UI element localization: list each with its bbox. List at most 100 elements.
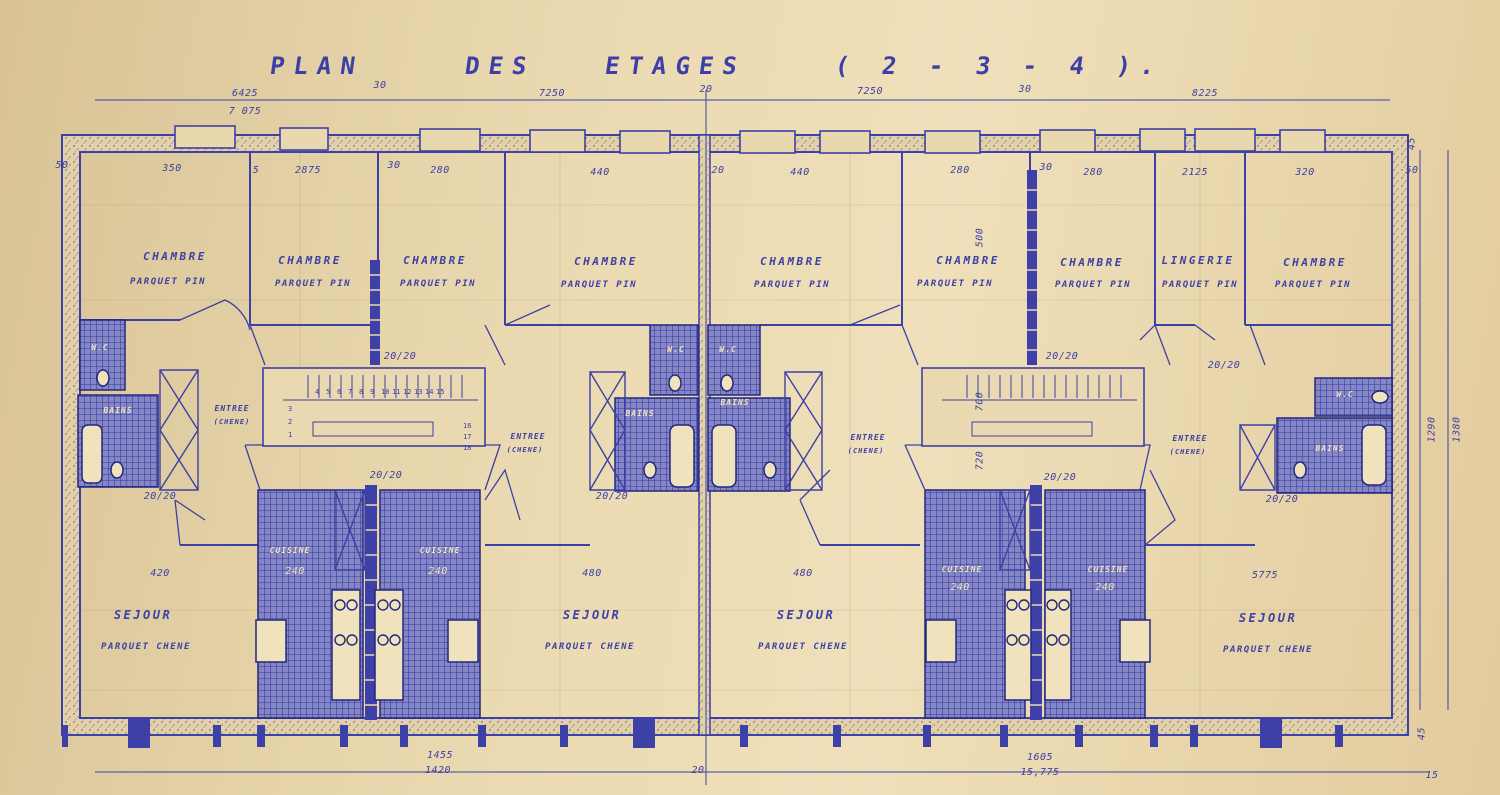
floor-parquet-pin-6: PARQUET PIN bbox=[916, 279, 994, 289]
room-cuisine-4: CUISINE bbox=[1087, 565, 1129, 574]
stair-right-handrail bbox=[971, 421, 1093, 437]
dim-420: 420 bbox=[150, 568, 170, 579]
block-joints bbox=[365, 189, 1042, 706]
windows-top bbox=[174, 125, 1326, 154]
floor-parquet-chene-2: PARQUET CHENE bbox=[545, 642, 635, 652]
room-chambre-2: CHAMBRE bbox=[278, 254, 342, 267]
dim-700: 700 bbox=[974, 391, 986, 412]
dim-8225: 8225 bbox=[1191, 88, 1219, 99]
col-20-20-a: 20/20 bbox=[383, 351, 417, 362]
floor-parquet-pin-5: PARQUET PIN bbox=[753, 280, 831, 290]
room-bains-2: BAINS bbox=[625, 409, 655, 418]
room-entree-3-floor: (CHENE) bbox=[847, 447, 885, 455]
dim-50-left: 50 bbox=[55, 160, 69, 171]
dim-280a: 280 bbox=[430, 165, 450, 176]
room-chambre-7: CHAMBRE bbox=[1060, 256, 1124, 269]
dim-20-top: 20 bbox=[699, 84, 713, 95]
room-bains-4: BAINS bbox=[1315, 444, 1345, 453]
col-20-20-d: 20/20 bbox=[369, 470, 403, 481]
stair-left-step-number: 2 bbox=[288, 418, 292, 426]
dim-7250b: 7250 bbox=[856, 86, 884, 97]
col-20-20-h: 20/20 bbox=[1265, 494, 1299, 505]
room-entree-1: ENTREE bbox=[214, 404, 250, 413]
dim-440a: 440 bbox=[590, 167, 610, 178]
stair-left-step-number: 4 bbox=[315, 388, 319, 396]
stair-left-step-number: 15 bbox=[436, 388, 444, 396]
room-wc-2: W.C bbox=[667, 345, 685, 354]
room-entree-4: ENTREE bbox=[1172, 434, 1208, 443]
dim-7075: 7 075 bbox=[228, 106, 262, 117]
dim-45-top: 45 bbox=[1406, 136, 1418, 151]
dim-30-room-b: 30 bbox=[1039, 162, 1053, 173]
room-chambre-1: CHAMBRE bbox=[143, 250, 207, 263]
dim-15775: 15,775 bbox=[1020, 767, 1060, 778]
floor-parquet-pin-4: PARQUET PIN bbox=[560, 280, 638, 290]
stair-left-step-number: 12 bbox=[403, 388, 411, 396]
room-sejour-2: SEJOUR bbox=[562, 608, 622, 622]
dim-480b: 480 bbox=[793, 568, 813, 579]
stair-left-step-number: 13 bbox=[414, 388, 422, 396]
stair-left-step-number: 11 bbox=[392, 388, 400, 396]
stair-treads-right bbox=[942, 375, 1137, 437]
windows-bottom bbox=[62, 718, 1343, 748]
room-chambre-5: CHAMBRE bbox=[760, 255, 824, 268]
dim-1290: 1290 bbox=[1426, 416, 1438, 443]
floor-parquet-chene-3: PARQUET CHENE bbox=[758, 642, 848, 652]
dim-30a: 30 bbox=[373, 80, 387, 91]
cupboards bbox=[159, 369, 1276, 571]
dim-440b: 440 bbox=[790, 167, 810, 178]
col-20-20-c: 20/20 bbox=[1207, 360, 1241, 371]
room-entree-2-floor: (CHENE) bbox=[506, 446, 544, 454]
dim-15: 15 bbox=[1425, 770, 1439, 781]
col-20-20-b: 20/20 bbox=[1045, 351, 1079, 362]
stair-left-step-number: 16 bbox=[463, 422, 471, 430]
room-chambre-6: CHAMBRE bbox=[936, 254, 1000, 267]
stair-left-step-number: 17 bbox=[463, 433, 471, 441]
dim-6425: 6425 bbox=[231, 88, 259, 99]
stair-left-step-number: 6 bbox=[337, 388, 341, 396]
floor-parquet-pin-3: PARQUET PIN bbox=[399, 279, 477, 289]
dim-2125: 2125 bbox=[1181, 167, 1209, 178]
dim-1380: 1380 bbox=[1451, 416, 1463, 443]
dim-kitchen-3: 240 bbox=[950, 582, 970, 593]
room-entree-4-floor: (CHENE) bbox=[1169, 448, 1207, 456]
stair-left-step-number: 10 bbox=[381, 388, 389, 396]
stair-left-handrail bbox=[312, 421, 434, 437]
tiled-areas bbox=[77, 319, 1393, 719]
floor-parquet-pin-7: PARQUET PIN bbox=[1054, 280, 1132, 290]
floor-parquet-pin-2: PARQUET PIN bbox=[274, 279, 352, 289]
room-lingerie: LINGERIE bbox=[1161, 254, 1235, 267]
dim-720: 720 bbox=[974, 450, 986, 471]
title-word-3: ETAGES bbox=[603, 52, 748, 80]
col-20-20-f: 20/20 bbox=[143, 491, 177, 502]
room-bains-1: BAINS bbox=[103, 406, 133, 415]
room-sejour-1: SEJOUR bbox=[113, 608, 173, 622]
room-cuisine-2: CUISINE bbox=[419, 546, 461, 555]
room-wc-4: W.C bbox=[1336, 390, 1354, 399]
dim-1420: 1420 bbox=[424, 765, 452, 776]
room-entree-2: ENTREE bbox=[510, 432, 546, 441]
floor-parquet-pin-1: PARQUET PIN bbox=[129, 277, 207, 287]
room-cuisine-3: CUISINE bbox=[941, 565, 983, 574]
plan-title: PLAN DES ETAGES ( 2 - 3 - 4 ). bbox=[268, 52, 1165, 82]
room-chambre-8: CHAMBRE bbox=[1283, 256, 1347, 269]
room-cuisine-1: CUISINE bbox=[269, 546, 311, 555]
dim-30-room-a: 30 bbox=[387, 160, 401, 171]
dim-20-bottom: 20 bbox=[691, 765, 705, 776]
dim-1455: 1455 bbox=[426, 750, 454, 761]
stair-left-step-number: 9 bbox=[370, 388, 374, 396]
dimension-lines bbox=[95, 90, 1449, 785]
dim-320: 320 bbox=[1295, 167, 1315, 178]
dim-kitchen-4: 240 bbox=[1095, 582, 1115, 593]
room-entree-1-floor: (CHENE) bbox=[213, 418, 251, 426]
floor-parquet-chene-4: PARQUET CHENE bbox=[1223, 645, 1313, 655]
stair-left-step-number: 8 bbox=[359, 388, 363, 396]
dim-7250a: 7250 bbox=[538, 88, 566, 99]
room-sejour-4: SEJOUR bbox=[1238, 611, 1298, 625]
dim-kitchen-2: 240 bbox=[428, 566, 448, 577]
title-word-2: DES bbox=[463, 52, 538, 80]
dim-280b: 280 bbox=[950, 165, 970, 176]
room-wc-3: W.C bbox=[719, 345, 737, 354]
